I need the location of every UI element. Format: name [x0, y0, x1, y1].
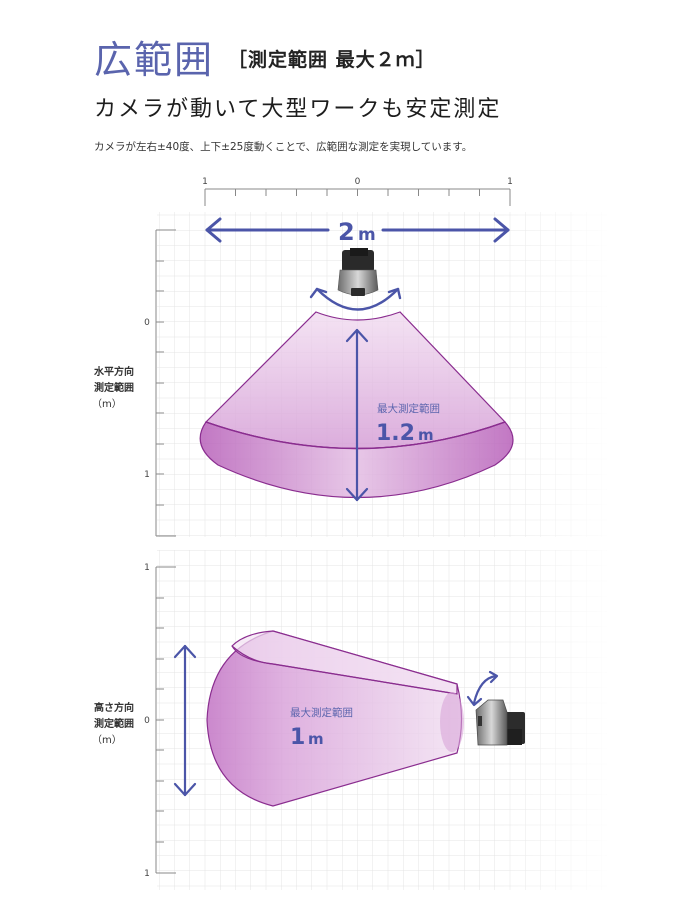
- width-arrow: [205, 217, 510, 243]
- width-value: 2: [338, 218, 355, 246]
- camera-side-view-icon: [475, 699, 525, 746]
- v-axis-label-top: 1: [144, 563, 150, 573]
- depth-arrow: [345, 328, 369, 502]
- v-axis-label-bottom: 1: [144, 869, 150, 879]
- h-axis-label-0: 0: [144, 318, 150, 328]
- tilt-rotation-arrow-icon: [466, 670, 499, 707]
- camera-top-view-icon: [337, 248, 379, 296]
- top-ruler: [204, 188, 511, 206]
- page-subtitle: ［測定範囲 最大２ｍ］: [228, 49, 436, 71]
- vertical-ruler: [155, 566, 176, 874]
- v-axis-label-0: 0: [144, 716, 150, 726]
- h-axis-title-unit: （m）: [92, 398, 122, 410]
- v-axis-title-line2: 測定範囲: [94, 717, 134, 730]
- v-axis-title-line1: 高さ方向: [94, 701, 134, 714]
- page-title: 広範囲: [94, 38, 215, 82]
- headline: カメラが動いて大型ワークも安定測定: [94, 97, 502, 122]
- h-axis-label-1: 1: [144, 470, 150, 480]
- grid-background: [157, 212, 607, 890]
- description: カメラが左右±40度、上下±25度動くことで、広範囲な測定を実現しています。: [94, 141, 473, 153]
- h-range-caption: 最大測定範囲: [377, 402, 440, 415]
- h-axis-title-line1: 水平方向: [93, 365, 134, 378]
- h-range-unit: m: [418, 426, 434, 444]
- top-ruler-label-center: 0: [355, 177, 361, 187]
- h-range-value: 1.2: [376, 421, 415, 446]
- h-axis-title-line2: 測定範囲: [94, 381, 134, 394]
- v-range-caption: 最大測定範囲: [290, 706, 353, 719]
- height-arrow: [173, 644, 197, 797]
- v-range-unit: m: [308, 730, 324, 748]
- horizontal-ruler: [155, 229, 176, 537]
- width-unit: m: [358, 225, 376, 245]
- top-ruler-label-left: 1: [202, 177, 208, 187]
- top-ruler-label-right: 1: [507, 177, 513, 187]
- pan-rotation-arrow-icon: [309, 287, 402, 311]
- v-range-value: 1: [290, 725, 305, 750]
- v-axis-title-unit: （m）: [92, 734, 122, 746]
- vertical-range-cone: [206, 630, 464, 807]
